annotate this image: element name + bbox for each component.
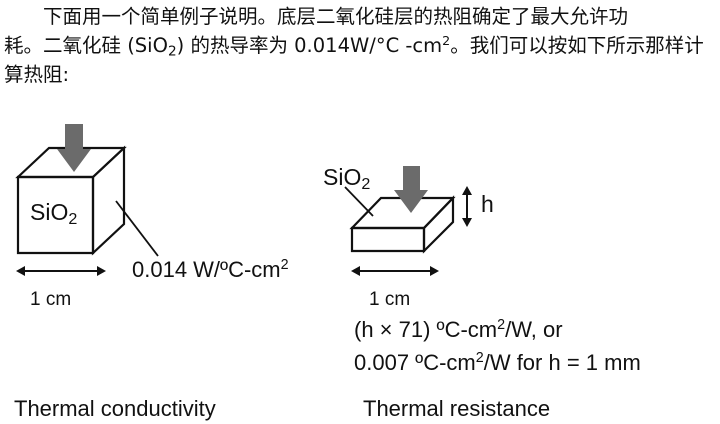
paragraph-line-3: 算热阻: bbox=[4, 63, 70, 86]
intro-paragraph: 下面用一个简单例子说明。底层二氧化硅层的热阻确定了最大允许功 耗。二氧化硅 (S… bbox=[4, 2, 716, 89]
cube-side-face bbox=[91, 145, 126, 256]
conductivity-leader-line bbox=[115, 200, 159, 257]
heat-arrow-icon bbox=[57, 124, 91, 172]
height-label: h bbox=[481, 191, 494, 217]
width-dimension-arrow-icon bbox=[16, 266, 106, 276]
cube-material-label: SiO2 bbox=[30, 199, 78, 229]
sio2-slab bbox=[349, 195, 456, 254]
thermal-conductivity-caption: Thermal conductivity bbox=[14, 396, 216, 421]
resistance-formula-line-1: (h × 71) ºC-cm2/W, or bbox=[354, 317, 563, 342]
slab-material-label: SiO2 bbox=[323, 164, 371, 194]
resistance-formula-line-2: 0.007 ºC-cm2/W for h = 1 mm bbox=[354, 350, 641, 375]
slab-front-face bbox=[350, 226, 426, 253]
width-dimension-arrow-icon bbox=[351, 266, 439, 276]
paragraph-line-1: 下面用一个简单例子说明。底层二氧化硅层的热阻确定了最大允许功 bbox=[43, 5, 629, 28]
paragraph-line-2: 耗。二氧化硅 (SiO2) 的热导率为 0.014W/°C -cm2。我们可以按… bbox=[4, 33, 704, 60]
slab-side-face bbox=[422, 195, 455, 254]
thermal-resistance-caption: Thermal resistance bbox=[363, 396, 551, 421]
sio2-cube bbox=[15, 145, 127, 256]
cube-width-label: 1 cm bbox=[30, 289, 72, 310]
height-dimension-arrow-icon bbox=[462, 186, 472, 227]
heat-arrow-icon bbox=[394, 166, 428, 213]
sio2-leader-line bbox=[344, 186, 374, 217]
conductivity-value: 0.014 W/ºC-cm2 bbox=[132, 257, 289, 282]
slab-width-label: 1 cm bbox=[369, 289, 411, 310]
